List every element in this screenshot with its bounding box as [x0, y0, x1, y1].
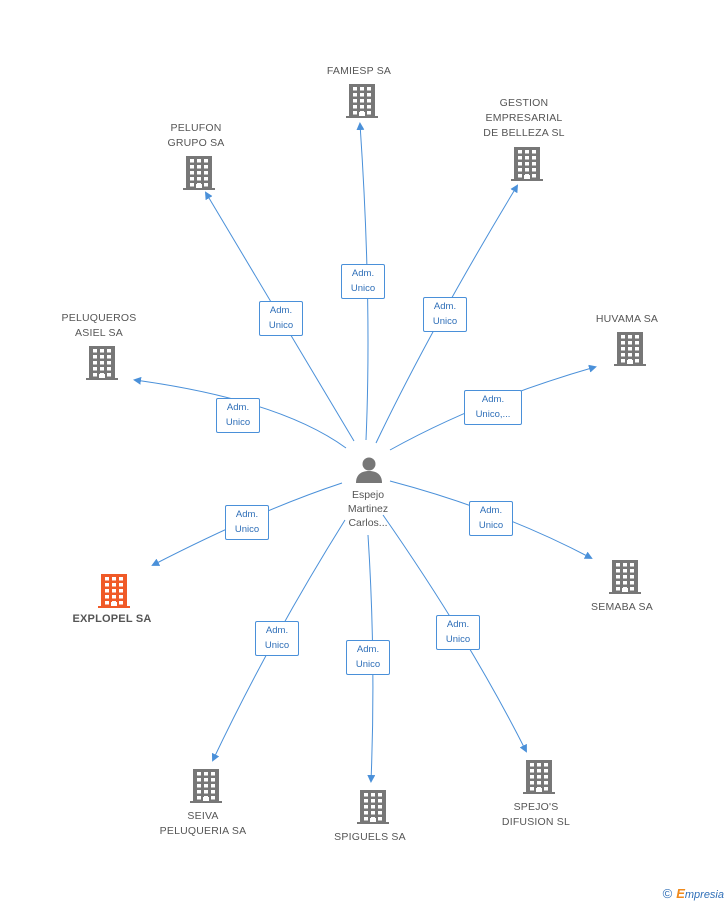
- company-label-huvama[interactable]: HUVAMA SA: [595, 313, 659, 325]
- building-icon-spejos[interactable]: [523, 760, 555, 799]
- relation-box-gestion[interactable]: Adm. Unico: [423, 297, 467, 332]
- building-icon-semaba[interactable]: [609, 560, 641, 599]
- copyright-icon: ©: [662, 886, 673, 901]
- relation-box-huvama[interactable]: Adm. Unico,...: [464, 390, 522, 425]
- relation-box-explopel[interactable]: Adm. Unico: [225, 505, 269, 540]
- person-icon[interactable]: [354, 454, 384, 489]
- edge-peluqueros: [133, 376, 347, 449]
- center-person-name[interactable]: Espejo Martinez Carlos...: [347, 489, 389, 529]
- company-label-spejos[interactable]: SPEJO'S DIFUSION SL: [501, 801, 571, 828]
- building-icon-pelufon[interactable]: [183, 156, 215, 195]
- brand-name: mpresia: [684, 889, 724, 901]
- relation-box-peluqueros[interactable]: Adm. Unico: [216, 398, 260, 433]
- building-icon-famiesp[interactable]: [346, 84, 378, 123]
- company-label-peluqueros[interactable]: PELUQUEROS ASIEL SA: [61, 312, 137, 339]
- building-icon-explopel[interactable]: [98, 574, 130, 613]
- building-icon-peluqueros[interactable]: [86, 346, 118, 385]
- company-label-spiguels[interactable]: SPIGUELS SA: [334, 831, 406, 843]
- company-label-pelufon[interactable]: PELUFON GRUPO SA: [167, 122, 225, 149]
- company-label-seiva[interactable]: SEIVA PELUQUERIA SA: [159, 810, 247, 837]
- brand-initial: E: [676, 886, 685, 901]
- relation-box-famiesp[interactable]: Adm. Unico: [341, 264, 385, 299]
- relation-box-seiva[interactable]: Adm. Unico: [255, 621, 299, 656]
- company-label-gestion[interactable]: GESTION EMPRESARIAL DE BELLEZA SL: [483, 97, 565, 139]
- company-label-semaba[interactable]: SEMABA SA: [591, 601, 653, 613]
- company-label-famiesp[interactable]: FAMIESP SA: [326, 65, 392, 77]
- footer-brand: ©Empresia: [663, 886, 724, 901]
- relation-box-spiguels[interactable]: Adm. Unico: [346, 640, 390, 675]
- building-icon-huvama[interactable]: [614, 332, 646, 371]
- building-icon-spiguels[interactable]: [357, 790, 389, 829]
- relation-box-pelufon[interactable]: Adm. Unico: [259, 301, 303, 336]
- company-label-explopel[interactable]: EXPLOPEL SA: [72, 613, 152, 625]
- building-icon-seiva[interactable]: [190, 769, 222, 808]
- building-icon-gestion[interactable]: [511, 147, 543, 186]
- relation-box-semaba[interactable]: Adm. Unico: [469, 501, 513, 536]
- relation-box-spejos[interactable]: Adm. Unico: [436, 615, 480, 650]
